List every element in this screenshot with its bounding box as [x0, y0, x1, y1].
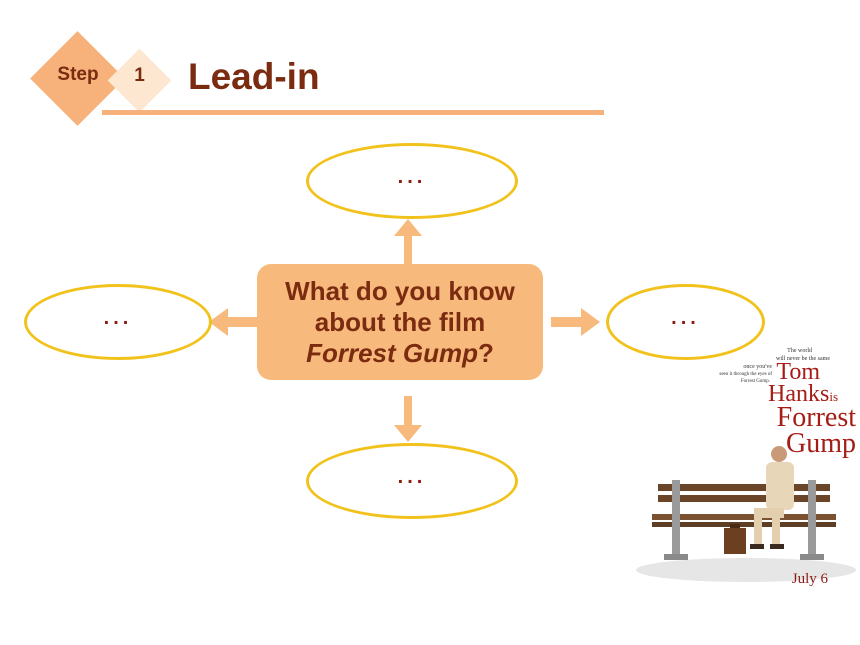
movie-poster: The world will never be the same once yo…: [634, 322, 856, 590]
poster-title-word-2: Gump: [786, 428, 856, 459]
arrow-right-icon: [551, 308, 600, 336]
step-label: Step: [57, 64, 99, 85]
slide-title: Lead-in: [188, 56, 320, 97]
idea-bubble-right: ...: [606, 284, 765, 360]
idea-bubble-top: ...: [306, 143, 518, 219]
arrow-left-icon: [209, 308, 257, 336]
central-question-box: What do you know about the film Forrest …: [257, 264, 543, 380]
poster-tagline-2: will never be the same: [776, 356, 830, 362]
arrow-up-icon: [394, 219, 422, 264]
poster-title-word-1: Forrest: [776, 402, 856, 433]
bubble-placeholder: ...: [671, 306, 700, 329]
poster-actor-is: is: [829, 389, 838, 404]
question-line-1: What do you know: [285, 275, 515, 306]
bubble-placeholder: ...: [397, 465, 427, 488]
bubble-placeholder: ...: [397, 165, 427, 188]
arrow-down-icon: [394, 396, 422, 442]
step-number: 1: [134, 65, 145, 86]
question-line-3: Forrest Gump?: [306, 338, 494, 369]
poster-actor-first: Tom: [776, 359, 820, 385]
poster-tagline-3: once you've: [743, 364, 772, 370]
poster-illustration: [636, 446, 856, 582]
poster-actor-last: Hanks: [768, 381, 830, 407]
question-line-2: about the film: [314, 306, 486, 337]
idea-bubble-left: ...: [24, 284, 212, 360]
film-title: Forrest Gump: [306, 337, 479, 368]
poster-tagline-1: The world: [787, 348, 812, 354]
poster-tagline-5: Forrest Gump.: [740, 379, 770, 384]
poster-tagline-4: seen it through the eyes of: [719, 372, 772, 377]
bubble-placeholder: ...: [103, 306, 133, 329]
poster-actor-last-row: Hanksis: [768, 382, 838, 409]
title-underline: [102, 110, 604, 115]
question-mark: ?: [478, 337, 494, 368]
idea-bubble-bottom: ...: [306, 443, 518, 519]
poster-release-date: July 6: [791, 571, 828, 587]
